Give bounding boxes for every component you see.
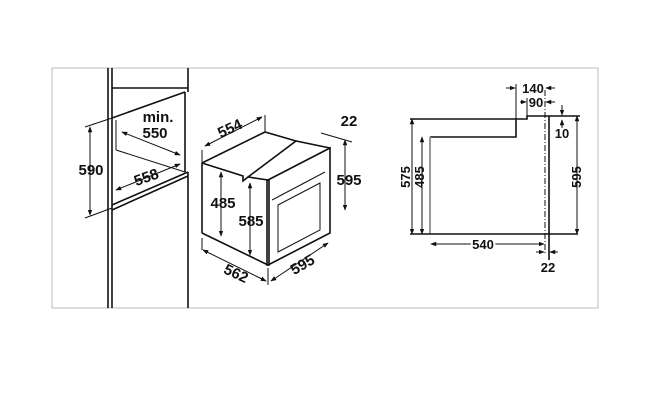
side-22-label: 22 — [541, 260, 555, 275]
niche-drawing — [84, 68, 189, 308]
side-595-label: 595 — [569, 166, 584, 188]
side-575-label: 575 — [398, 166, 413, 188]
side-10-label: 10 — [555, 126, 569, 141]
side-view-drawing — [409, 84, 580, 260]
oven-depth-bottom-label: 562 — [221, 261, 251, 287]
side-140-label: 140 — [522, 81, 544, 96]
diagram-frame — [51, 67, 599, 309]
oven-body-height-label: 485 — [210, 195, 235, 212]
oven-front-thickness-label: 22 — [341, 113, 358, 130]
oven-total-height-label: 585 — [238, 213, 263, 230]
side-90-label: 90 — [529, 95, 543, 110]
niche-height-label: 590 — [78, 162, 103, 179]
oven-drawing — [201, 115, 353, 285]
side-540-label: 540 — [472, 237, 494, 252]
side-485-label: 485 — [412, 166, 427, 188]
niche-depth-label: 550 — [142, 125, 167, 142]
oven-depth-top-label: 554 — [215, 116, 245, 142]
oven-front-height-label: 595 — [336, 172, 361, 189]
niche-min-label: min. — [143, 109, 174, 126]
oven-width-label: 595 — [288, 251, 318, 278]
